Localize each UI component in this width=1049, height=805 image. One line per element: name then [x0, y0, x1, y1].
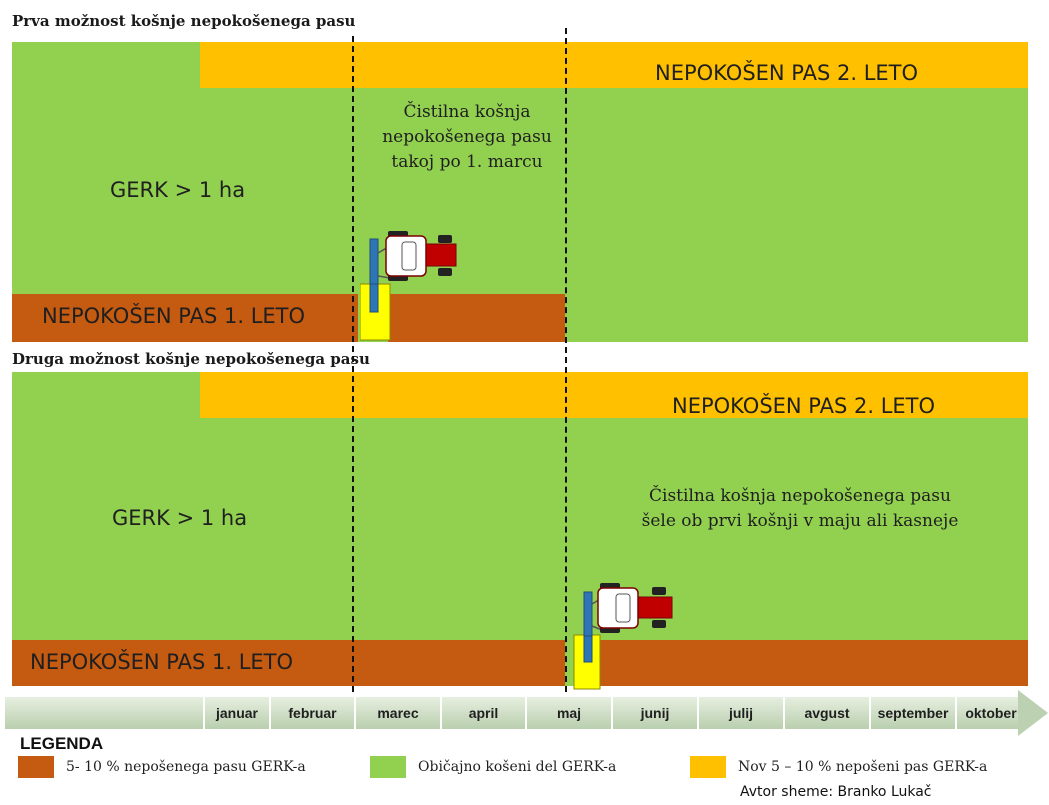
panel1-new-strip-label: NEPOKOŠEN PAS 2. LETO [655, 61, 919, 85]
month-label: julij [697, 697, 783, 729]
panel2-old-strip-before [12, 640, 565, 686]
timeline-arrow-icon [1018, 690, 1048, 736]
panel1-field [12, 42, 1028, 342]
panel2-old-strip-after [600, 640, 1028, 686]
panel2-field [12, 372, 1028, 686]
month-label: junij [611, 697, 697, 729]
month-label: februar [269, 697, 354, 729]
panel2-note-line: Čistilna košnja nepokošenega pasu [649, 486, 951, 506]
panel2-note: Čistilna košnja nepokošenega pasu šele o… [600, 484, 1000, 534]
timeline-bar [5, 697, 1023, 729]
panel1-note-line: Čistilna košnja [403, 102, 531, 122]
panel1-old-strip-before [12, 294, 358, 342]
legend-swatch [370, 756, 406, 778]
panel1-old-strip-label: NEPOKOŠEN PAS 1. LETO [42, 304, 306, 328]
panel2-note-line: šele ob prvi košnji v maju ali kasneje [641, 511, 959, 531]
legend-label: 5- 10 % nepošenega pasu GERK-a [66, 759, 306, 775]
month-label: april [440, 697, 525, 729]
legend-item-new-strip: Nov 5 – 10 % nepošeni pas GERK-a [690, 755, 987, 779]
month-label: avgust [783, 697, 869, 729]
tractor-mower-icon [573, 583, 673, 690]
panel2-new-strip [200, 372, 1028, 418]
panel1-new-strip [200, 42, 1028, 88]
panel2-old-strip-label: NEPOKOŠEN PAS 1. LETO [30, 650, 294, 674]
panel1-note: Čistilna košnja nepokošenega pasu takoj … [372, 100, 562, 175]
panel2-gerk-label: GERK > 1 ha [112, 506, 248, 530]
panel2-heading: Druga možnost košnje nepokošenega pasu [12, 350, 370, 368]
month-label: januar [203, 697, 269, 729]
legend-label: Nov 5 – 10 % nepošeni pas GERK-a [738, 759, 988, 775]
month-label: september [869, 697, 955, 729]
may-divider-line [565, 28, 567, 692]
tractor-mower-icon [360, 231, 457, 341]
legend-label: Običajno košeni del GERK-a [418, 759, 617, 775]
legend-item-regular-mowed: Običajno košeni del GERK-a [370, 755, 616, 779]
month-label: maj [525, 697, 611, 729]
legend-item-old-strip: 5- 10 % nepošenega pasu GERK-a [18, 755, 306, 779]
panel1-note-line: nepokošenega pasu [382, 127, 552, 147]
month-axis: januar februar marec april maj junij jul… [203, 697, 1025, 729]
panel1-note-line: takoj po 1. marcu [391, 152, 543, 172]
month-label: oktober [955, 697, 1025, 729]
month-label: marec [354, 697, 440, 729]
panel2-new-strip-label: NEPOKOŠEN PAS 2. LETO [672, 394, 936, 418]
panel1-heading: Prva možnost košnje nepokošenega pasu [12, 12, 356, 30]
panel1-old-strip-after [388, 294, 565, 342]
legend-swatch [690, 756, 726, 778]
legend-swatch [18, 756, 54, 778]
legend-title: LEGENDA [20, 734, 104, 753]
panel1-gerk-label: GERK > 1 ha [110, 178, 246, 202]
march-divider-line [352, 36, 354, 692]
author-credit: Avtor sheme: Branko Lukač [740, 784, 932, 800]
